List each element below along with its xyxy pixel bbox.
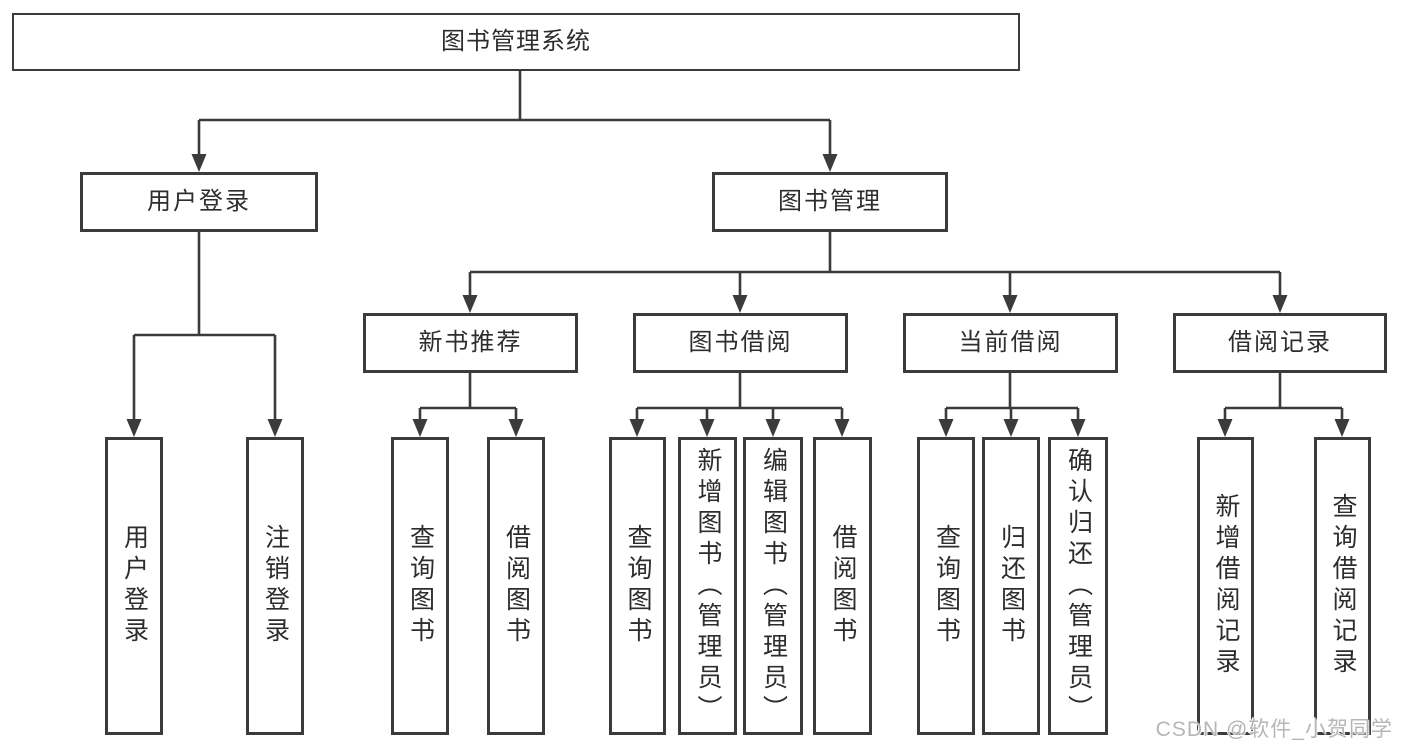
leaf-edit-books-admin: 编辑图书（管理员） — [743, 437, 803, 735]
node-book-borrow-label: 图书借阅 — [688, 329, 793, 356]
leaf-return-books: 归还图书 — [982, 437, 1040, 735]
arrowhead — [267, 419, 283, 437]
node-new-book-recommend-label: 新书推荐 — [418, 329, 523, 356]
arrowhead — [1217, 419, 1233, 437]
node-borrow-records-label: 借阅记录 — [1228, 329, 1332, 356]
leaf-label: 注销登录 — [261, 524, 290, 648]
node-current-borrow-label: 当前借阅 — [958, 329, 1063, 356]
node-user-login-label: 用户登录 — [147, 188, 251, 215]
leaf-query-books-borrow: 查询图书 — [609, 437, 666, 735]
leaf-query-books-recommend: 查询图书 — [391, 437, 449, 735]
arrowhead — [126, 419, 142, 437]
leaf-label: 归还图书 — [997, 524, 1026, 648]
connector-userlogin-to-leaves — [132, 230, 277, 423]
arrowhead — [1272, 295, 1288, 313]
leaf-label: 新增图书（管理员） — [694, 446, 722, 726]
connector-records-to-leaves — [1223, 373, 1344, 423]
leaf-borrow-books-borrow: 借阅图书 — [813, 437, 872, 735]
arrowhead — [462, 295, 478, 313]
leaf-label: 查询图书 — [406, 524, 435, 648]
arrowhead — [822, 154, 838, 172]
leaf-label: 借阅图书 — [829, 524, 857, 648]
connector-root-to-level2 — [197, 71, 832, 158]
arrowhead — [191, 154, 207, 172]
connector-borrow-to-leaves — [635, 373, 844, 423]
arrowhead — [938, 419, 954, 437]
arrowheads — [126, 154, 1350, 437]
arrowhead — [629, 419, 645, 437]
leaf-logout: 注销登录 — [246, 437, 304, 735]
node-book-management-label: 图书管理 — [778, 188, 882, 215]
arrowhead — [1334, 419, 1350, 437]
arrowhead — [508, 419, 524, 437]
connector-current-to-leaves — [944, 373, 1080, 423]
arrowhead — [765, 419, 781, 437]
node-current-borrow: 当前借阅 — [903, 313, 1118, 373]
arrowhead — [412, 419, 428, 437]
arrowhead — [834, 419, 850, 437]
leaf-label: 查询借阅记录 — [1329, 493, 1357, 679]
arrowhead — [1002, 295, 1018, 313]
leaf-query-borrow-record: 查询借阅记录 — [1314, 437, 1371, 735]
leaf-confirm-return-admin: 确认归还（管理员） — [1048, 437, 1108, 735]
connector-bookmgmt-to-level3 — [468, 230, 1282, 299]
leaf-label: 编辑图书（管理员） — [759, 446, 788, 726]
arrowhead — [732, 295, 748, 313]
node-new-book-recommend: 新书推荐 — [363, 313, 578, 373]
node-root: 图书管理系统 — [12, 13, 1020, 71]
leaf-add-books-admin: 新增图书（管理员） — [678, 437, 737, 735]
leaf-label: 查询图书 — [624, 524, 652, 648]
leaf-user-login: 用户登录 — [105, 437, 163, 735]
arrowhead — [1070, 419, 1086, 437]
node-root-label: 图书管理系统 — [441, 28, 591, 55]
leaf-label: 确认归还（管理员） — [1064, 446, 1093, 726]
leaf-label: 新增借阅记录 — [1212, 493, 1240, 679]
arrowhead — [699, 419, 715, 437]
node-book-management: 图书管理 — [712, 172, 948, 232]
arrowhead — [1003, 419, 1019, 437]
connector-recommend-to-leaves — [418, 373, 518, 423]
leaf-add-borrow-record: 新增借阅记录 — [1197, 437, 1254, 735]
node-user-login: 用户登录 — [80, 172, 318, 232]
leaf-label: 查询图书 — [932, 524, 961, 648]
leaf-borrow-books-recommend: 借阅图书 — [487, 437, 545, 735]
node-book-borrow: 图书借阅 — [633, 313, 848, 373]
leaf-query-books-current: 查询图书 — [917, 437, 975, 735]
leaf-label: 借阅图书 — [502, 524, 531, 648]
csdn-watermark: CSDN @软件_小贺同学 — [1155, 718, 1393, 741]
node-borrow-records: 借阅记录 — [1173, 313, 1387, 373]
leaf-label: 用户登录 — [120, 524, 149, 648]
